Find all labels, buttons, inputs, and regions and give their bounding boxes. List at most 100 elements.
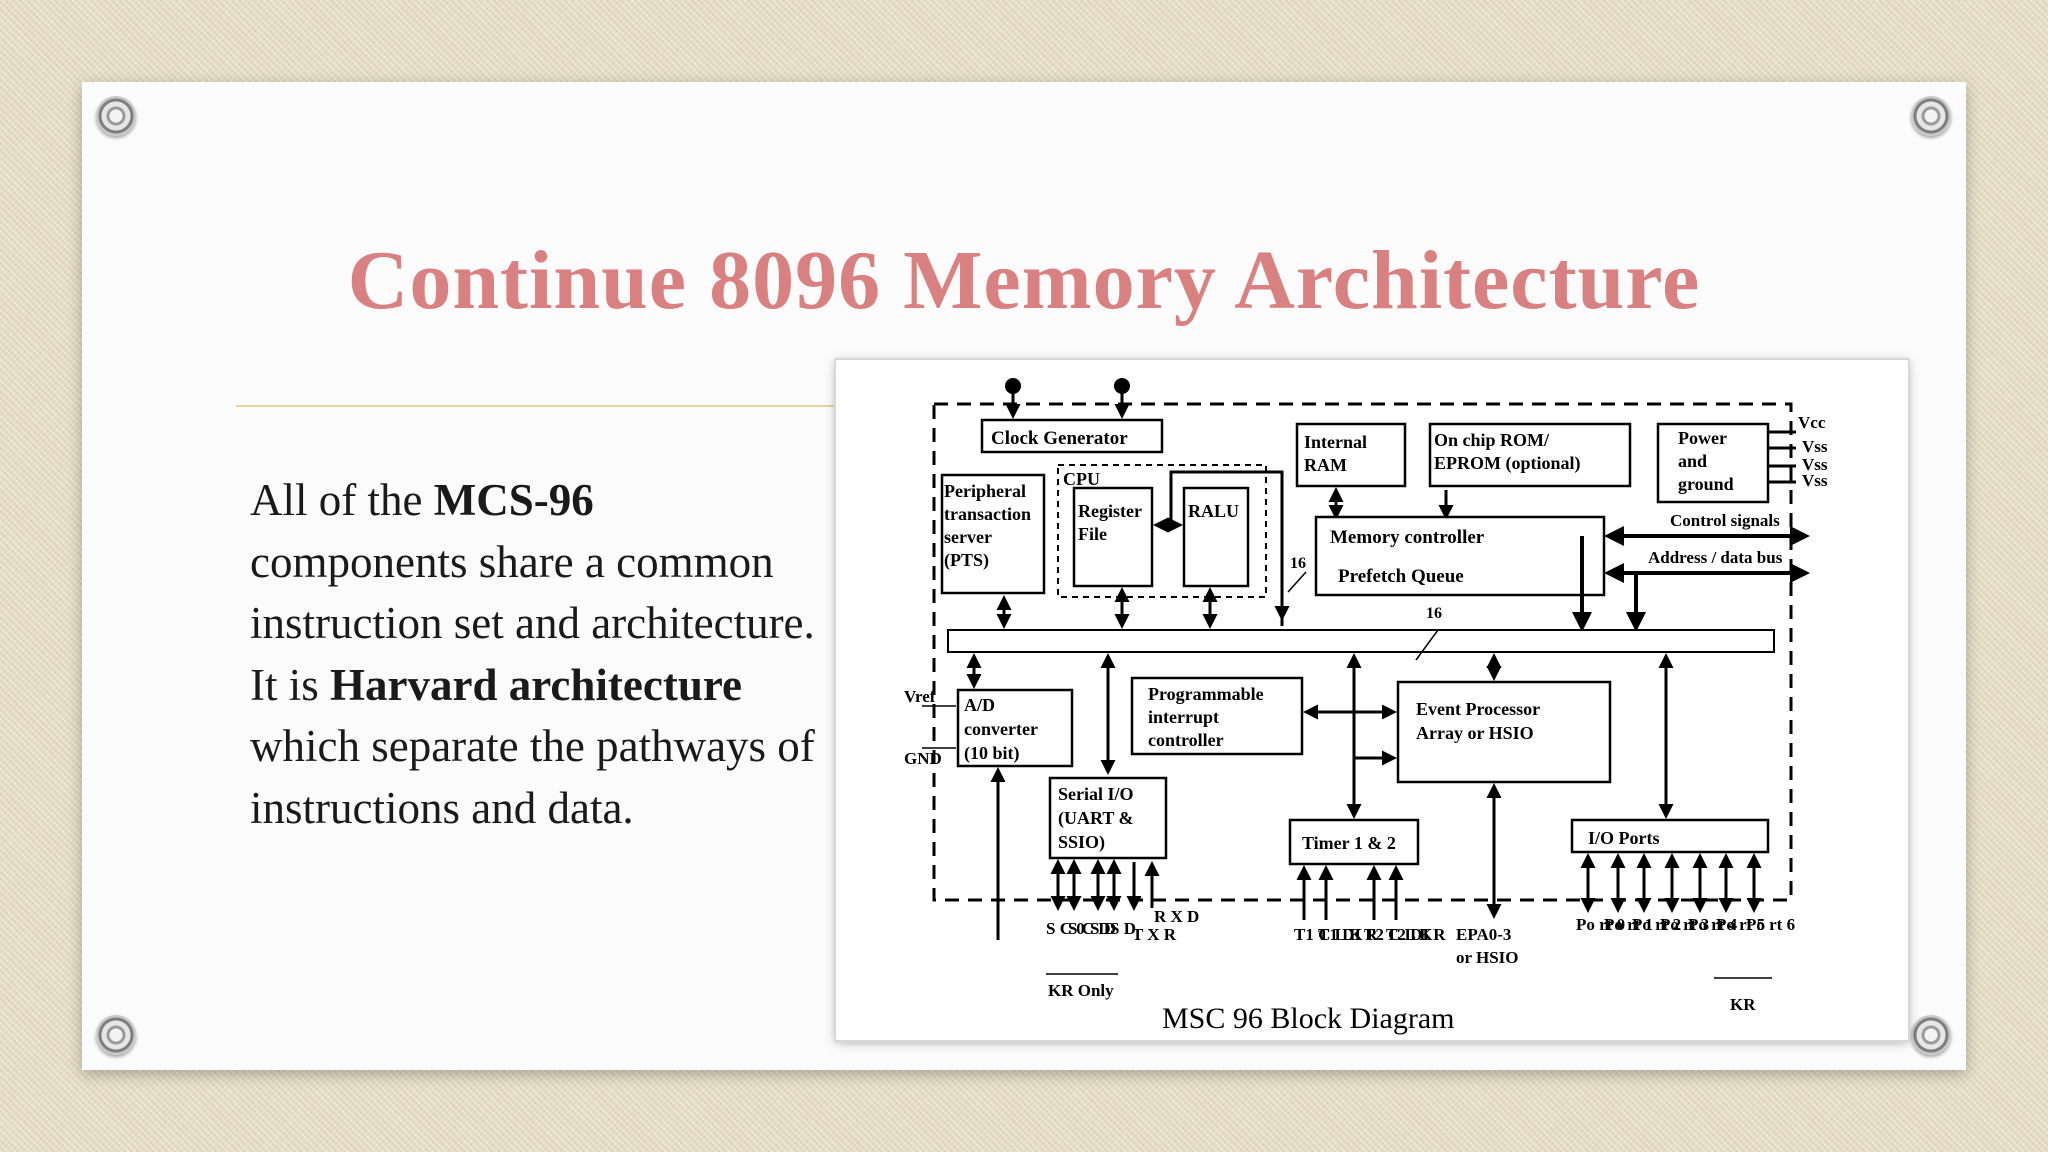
io-ports-block [1570,818,1770,854]
vcc-label: Vcc [1798,413,1826,432]
svg-text:T X R: T X R [1132,925,1177,944]
memory-controller-block [1314,515,1606,597]
block-diagram: Clock Generator Peripheral transaction s… [904,378,1828,1035]
vss-label-1: Vss [1802,437,1828,456]
timer-pin-labels: T1 C L K T1 DI R T2 C L K T2 DI R [1294,925,1446,944]
svg-text:R X D: R X D [1154,907,1199,926]
pts-label-4: (PTS) [944,550,989,571]
kr-only-label: KR Only [1048,981,1114,1000]
paragraph-harvard: It is Harvard architecture which separat… [250,655,820,840]
serial-pin-labels: S C 0 S C D S D S D T X R R X D [1046,907,1199,944]
vss-label-2: Vss [1802,455,1828,474]
power-block [1656,422,1770,504]
adc-label-1: A/D [964,695,995,715]
interrupt-controller-label-3: controller [1148,730,1224,750]
clock-generator-label: Clock Generator [991,428,1128,449]
interrupt-controller-label-1: Programmable [1148,684,1264,704]
serial-io-label-3: SSIO) [1058,832,1105,853]
intro-post: components share a common instruction se… [250,536,815,649]
serial-io-block [1048,776,1168,860]
svg-text:T1 C L K: T1 C L K [1294,925,1363,944]
register-file-label-2: File [1078,524,1107,544]
event-processor-label-1: Event Processor [1416,699,1540,719]
svg-text:Po rt 4: Po rt 4 [1688,915,1738,934]
slide-title: Continue 8096 Memory Architecture [347,234,1701,327]
rivet-top-right [1911,96,1951,136]
port-pin-arrows [1580,853,1762,913]
svg-text:S D: S D [1110,919,1136,938]
intro-bold: MCS-96 [433,475,594,525]
svg-text:T2 C L K: T2 C L K [1364,925,1433,944]
internal-ram-block [1295,422,1407,488]
kr-label: KR [1730,995,1756,1014]
serial-io-label-2: (UART & [1058,808,1134,829]
svg-text:T2 DI R: T2 DI R [1386,925,1446,944]
event-processor-block [1396,680,1612,784]
rivet-top-left [96,96,136,136]
clock-pin-2 [1114,378,1130,394]
clock-generator-block [980,418,1164,454]
memory-controller-label: Memory controller [1330,527,1485,548]
pts-label-3: server [944,527,992,547]
intro-pre: All of the [250,475,434,525]
svg-text:S D: S D [1090,919,1116,938]
title-divider [236,405,836,407]
cpu-label: CPU [1063,469,1100,489]
svg-text:Po rt 1: Po rt 1 [1604,915,1653,934]
prefetch-queue-label: Prefetch Queue [1338,566,1464,587]
harvard-pre: It is [250,659,331,710]
pts-block [940,473,1046,595]
svg-text:Po rt 2: Po rt 2 [1632,915,1681,934]
clock-pin-1 [1005,378,1021,394]
bus-width-16-a: 16 [1290,555,1306,572]
epa-output-label-1: EPA0-3 [1456,925,1511,944]
timer-block [1288,818,1420,866]
gnd-label: GND [904,749,942,768]
body-text: All of the MCS-96 components share a com… [250,470,820,839]
block-diagram-figure: Clock Generator Peripheral transaction s… [836,360,1908,1040]
power-label-3: ground [1678,474,1734,494]
event-processor-label-2: Array or HSIO [1416,723,1534,743]
adc-label-3: (10 bit) [964,743,1020,764]
power-label-2: and [1678,451,1707,471]
rom-block [1428,422,1632,488]
interrupt-controller-label-2: interrupt [1148,707,1219,727]
vss-label-3: Vss [1802,471,1828,490]
rom-label-1: On chip ROM/ [1434,430,1550,450]
rivet-bottom-left [96,1015,136,1055]
timer-label: Timer 1 & 2 [1302,833,1396,853]
register-file-block [1072,486,1154,588]
harvard-bold: Harvard architecture [330,659,742,710]
rivet-bottom-right [1911,1015,1951,1055]
svg-text:S C D: S C D [1068,919,1111,938]
internal-ram-label-2: RAM [1304,455,1347,475]
bus-width-16-b: 16 [1426,605,1442,622]
serial-pin-arrows [1050,859,1160,911]
svg-text:Po rt 3: Po rt 3 [1660,915,1709,934]
harvard-post: which separate the pathways of instructi… [250,721,815,833]
adc-block [956,688,1074,768]
chip-boundary [932,402,1793,902]
address-bus-label: Address / data bus [1648,548,1783,567]
io-ports-label: I/O Ports [1588,828,1660,848]
pts-label-1: Peripheral [944,481,1026,501]
pts-label-2: transaction [944,504,1031,524]
svg-text:Po rt 0: Po rt 0 [1576,915,1625,934]
internal-bus [947,629,1775,653]
svg-text:Po rt 5: Po rt 5 [1716,915,1765,934]
svg-text:T1 DI R: T1 DI R [1318,925,1378,944]
rom-label-2: EPROM (optional) [1434,453,1581,474]
svg-text:S C 0: S C 0 [1046,919,1085,938]
vref-label: Vref [904,687,936,706]
register-file-label-1: Register [1078,501,1142,521]
timer-pin-arrows [1296,865,1404,920]
svg-text:Po rt 6: Po rt 6 [1746,915,1795,934]
power-label-1: Power [1678,428,1727,448]
cpu-boundary [1057,464,1267,598]
control-signals-label: Control signals [1670,511,1780,530]
port-pin-labels: Po rt 0 Po rt 1 Po rt 2 Po rt 3 Po rt 4 … [1576,915,1795,934]
epa-output-label-2: or HSIO [1456,948,1519,967]
diagram-caption: MSC 96 Block Diagram [1162,1002,1455,1035]
interrupt-controller-block [1130,676,1304,756]
ralu-block [1182,486,1250,588]
